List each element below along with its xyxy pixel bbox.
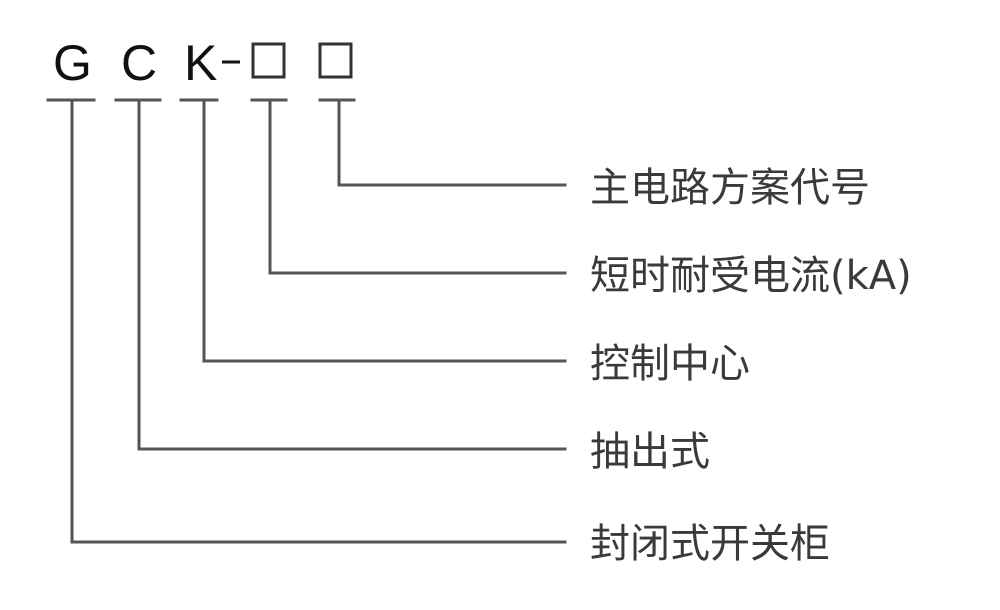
- label-main-circuit: 主电路方案代号: [590, 165, 870, 211]
- code-placeholder-box-1: [251, 42, 286, 79]
- leader-short-time-current: [268, 98, 567, 275]
- leader-control-center: [202, 98, 567, 363]
- label-enclosed-switchgear: 封闭式开关柜: [590, 521, 830, 567]
- leader-draw-out: [137, 98, 567, 451]
- label-control-center: 控制中心: [590, 341, 750, 387]
- label-draw-out: 抽出式: [590, 429, 710, 475]
- leader-enclosed-switchgear: [70, 98, 567, 544]
- code-placeholder-box-2: [318, 42, 353, 79]
- code-letter-c: C: [121, 35, 157, 91]
- code-letter-k: K: [184, 35, 217, 91]
- label-short-time-current: 短时耐受电流(kA): [590, 253, 912, 299]
- leader-main-circuit: [337, 98, 567, 187]
- code-letter-g: G: [53, 35, 92, 91]
